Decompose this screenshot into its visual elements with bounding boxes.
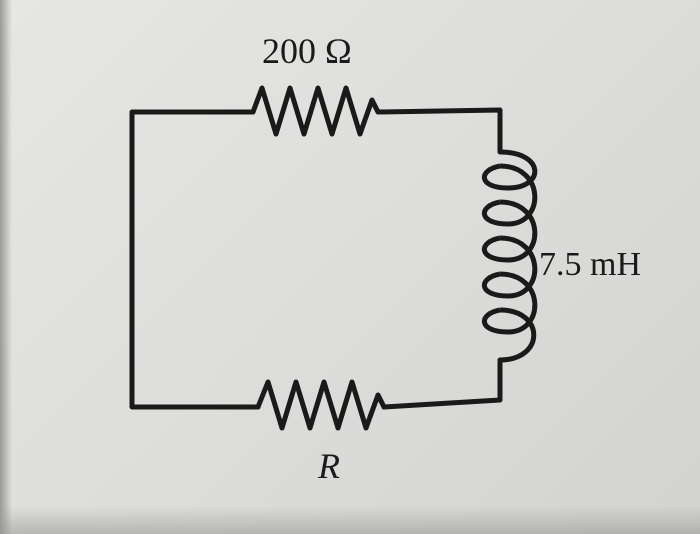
screen-edge-shadow (0, 0, 12, 534)
top-right-wire (375, 107, 503, 155)
top-resistor-label: 200 Ω (262, 31, 352, 71)
left-wire (129, 109, 261, 410)
bottom-resistor (255, 379, 387, 431)
inductor-coil (481, 149, 538, 363)
bottom-resistor-label: R (318, 446, 340, 486)
top-resistor (250, 85, 381, 137)
inductor-label: 7.5 mH (539, 246, 641, 283)
bottom-shadow (0, 506, 700, 534)
bottom-right-wire (381, 357, 503, 410)
